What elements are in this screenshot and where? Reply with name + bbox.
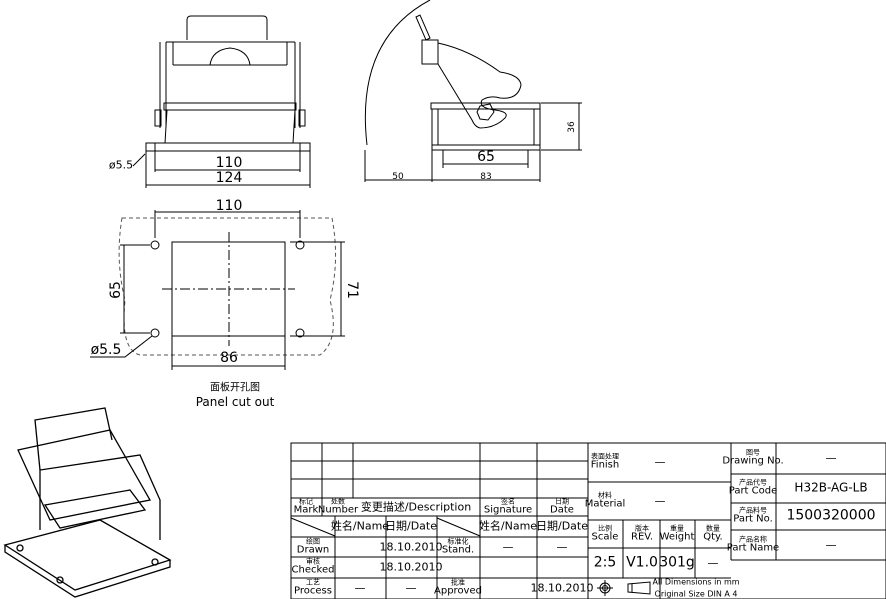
dim-panel-86: 86 xyxy=(220,350,238,366)
panel-cutout-view xyxy=(90,210,345,370)
drawn-date: 18.10.2010 xyxy=(379,540,443,554)
dim-side-36: 36 xyxy=(567,121,577,133)
stand-date: — xyxy=(556,540,568,554)
dim-panel-71: 71 xyxy=(344,281,360,299)
panel-cutout-title-cn: 面板开孔图 xyxy=(210,382,260,394)
date-header-2: 日期/Date xyxy=(536,519,588,533)
finish-value: — xyxy=(654,455,666,469)
approved-date: 18.10.2010 xyxy=(530,581,594,595)
front-view xyxy=(132,15,311,188)
part-name-value: — xyxy=(825,538,837,552)
panel-cutout-title-en: Panel cut out xyxy=(195,395,275,409)
part-code-value: H32B-AG-LB xyxy=(794,480,868,495)
dim-side-50: 50 xyxy=(392,172,404,182)
part-no-value: 1500320000 xyxy=(786,507,876,524)
description-header: 变更描述/Description xyxy=(360,500,472,514)
dim-front-124: 124 xyxy=(215,170,243,186)
dim-front-hole: ø5.5 xyxy=(108,158,134,172)
dim-side-83: 83 xyxy=(480,172,492,182)
isometric-view xyxy=(3,407,172,598)
dimension-note: All Dimensions in mm xyxy=(652,577,740,587)
dim-panel-110: 110 xyxy=(215,198,243,214)
date-header-1: 日期/Date xyxy=(385,519,437,533)
side-view xyxy=(364,0,582,182)
dim-side-65: 65 xyxy=(477,149,495,165)
rev-value: V1.0 xyxy=(626,554,658,571)
process-date: — xyxy=(405,581,417,595)
name-header-2: 姓名/Name xyxy=(478,519,538,533)
dim-panel-65: 65 xyxy=(108,281,124,299)
material-value: — xyxy=(654,494,666,508)
qty-value: — xyxy=(707,556,719,570)
title-block-lines xyxy=(290,442,886,599)
size-note: Original Size DIN A 4 xyxy=(654,589,738,599)
process-name: — xyxy=(354,581,366,595)
weight-value: 301g xyxy=(659,554,695,571)
stand-name: — xyxy=(502,540,514,554)
dim-panel-hole: ø5.5 xyxy=(90,342,122,358)
dim-front-110: 110 xyxy=(215,155,243,171)
checked-date: 18.10.2010 xyxy=(379,560,443,574)
name-header: 姓名/Name xyxy=(330,519,390,533)
scale-value: 2:5 xyxy=(593,554,617,571)
drawing-no-value: — xyxy=(825,451,837,465)
